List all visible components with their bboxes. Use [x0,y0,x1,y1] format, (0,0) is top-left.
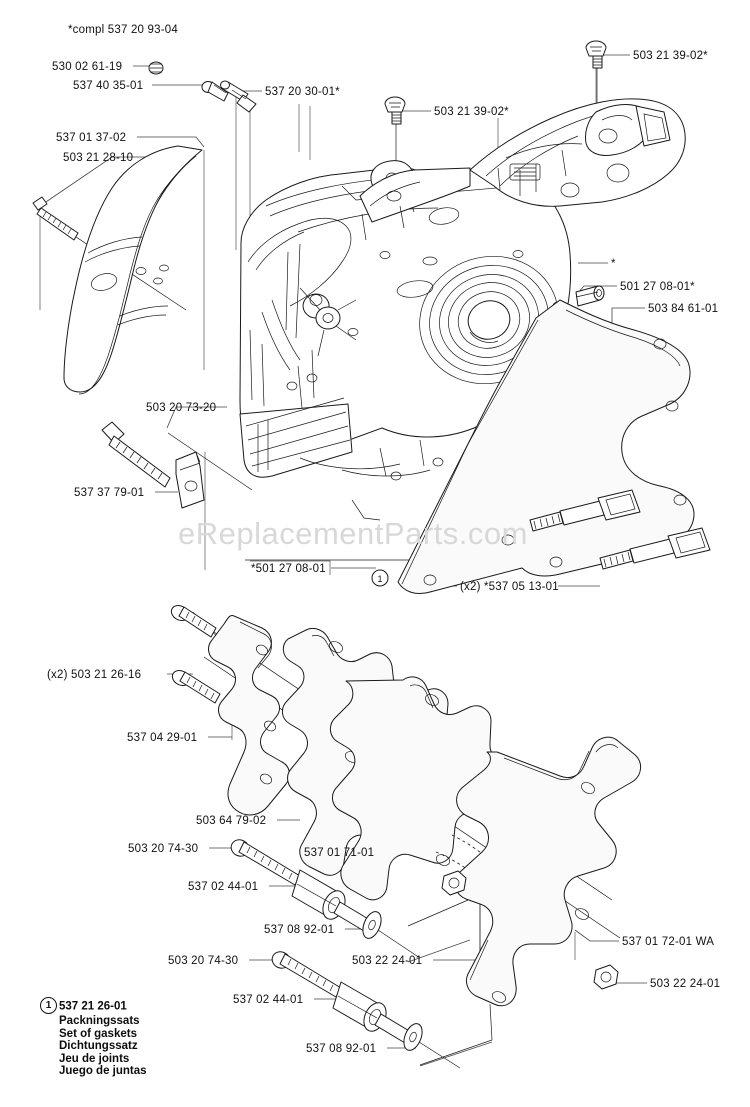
header-note-prefix: *compl [68,24,105,36]
part-503-20-74-30-bolt-lower [271,951,342,998]
part-537-08-92-01-washer-upper [333,901,421,959]
legend-marker: 1 [40,997,57,1014]
part-503-22-24-01-nut-a [441,870,467,896]
legend-number: 537 21 26-01 [59,1000,127,1013]
part-bracket-left-arm [359,167,471,241]
part-callout-c25: 537 02 44-01 [233,994,304,1006]
part-callout-c2: 537 40 35-01 [73,80,144,92]
part-537-20-30-01-bushing [220,80,257,113]
part-530-02-61-19-nut [148,61,164,75]
header-note-number: 537 20 93-04 [107,24,178,36]
frame-edges [407,939,493,1067]
marker-1-callout: 1 [371,569,389,587]
part-callout-c23: 537 01 72-01 WA [622,936,715,948]
part-callout-c5: 503 21 39-02* [434,106,509,118]
part-callout-c26: 537 08 92-01 [306,1043,377,1055]
part-callout-c17: 503 20 74-30 [128,843,199,855]
part-503-21-26-16-screw-a [170,605,217,638]
part-callout-c19: 537 02 44-01 [188,881,259,893]
part-537-05-13-01-screw-b [599,527,711,570]
part-503-20-73-20-bolt [101,421,171,488]
legend-name-de: Dichtungssatz [59,1040,138,1053]
part-callout-c7: 503 21 28-10 [63,152,134,164]
part-callout-c6: 537 01 37-02 [56,132,127,144]
part-503-21-28-10-screw [32,196,79,241]
legend-name-fr: Jeu de joints [59,1052,130,1065]
legend-name-en: Set of gaskets [59,1027,137,1040]
header-note: *compl 537 20 93-04 [68,24,178,37]
part-callout-c12: *501 27 08-01 [251,563,326,575]
part-537-01-37-02-cover [63,145,203,395]
part-callout-c1: 530 02 61-19 [52,61,123,73]
part-501-27-08-01-pin [575,285,605,307]
part-callout-c15: 537 04 29-01 [127,732,198,744]
part-callout-c11: 537 37 79-01 [74,487,145,499]
part-callout-c20: 537 08 92-01 [264,924,335,936]
part-callout-c14: (x2) 503 21 26-16 [47,669,142,681]
part-callout-c3: 537 20 30-01* [265,86,340,98]
part-callout-c18: 537 01 71-01 [304,847,375,859]
svg-text:1: 1 [377,574,382,584]
part-537-37-79-01-clip [175,451,205,509]
part-callout-c22: 503 22 24-01 [352,955,423,967]
part-537-04-29-01-gasket [208,615,290,816]
part-537-01-72-01-WA-gasket [407,736,641,1066]
part-callout-c27: * [611,258,616,270]
part-crankcase-gasket-right [397,299,695,595]
part-callout-c21: 503 20 74-30 [168,955,239,967]
legend-name-es: Juego de juntas [59,1065,147,1078]
part-callout-c9: 503 84 61-01 [648,303,719,315]
part-callout-c16: 503 64 79-02 [196,815,267,827]
part-537-05-13-01-screw-a [529,489,641,532]
part-callout-c24: 503 22 24-01 [650,978,721,990]
part-callout-c13: (x2) *537 05 13-01 [460,581,559,593]
part-503-22-24-01-nut-b [593,964,619,990]
part-503-20-74-30-bolt-upper [230,839,301,886]
part-537-08-92-01-washer-lower [374,1013,461,1069]
part-handle-bracket [469,98,686,207]
part-503-21-26-16-screw-b [171,670,221,704]
part-callout-c4: 503 21 39-02* [633,50,708,62]
part-callout-c10: 503 20 73-20 [146,402,217,414]
part-callout-c8: 501 27 08-01* [620,281,695,293]
legend-name-sv: Packningssats [59,1015,140,1027]
